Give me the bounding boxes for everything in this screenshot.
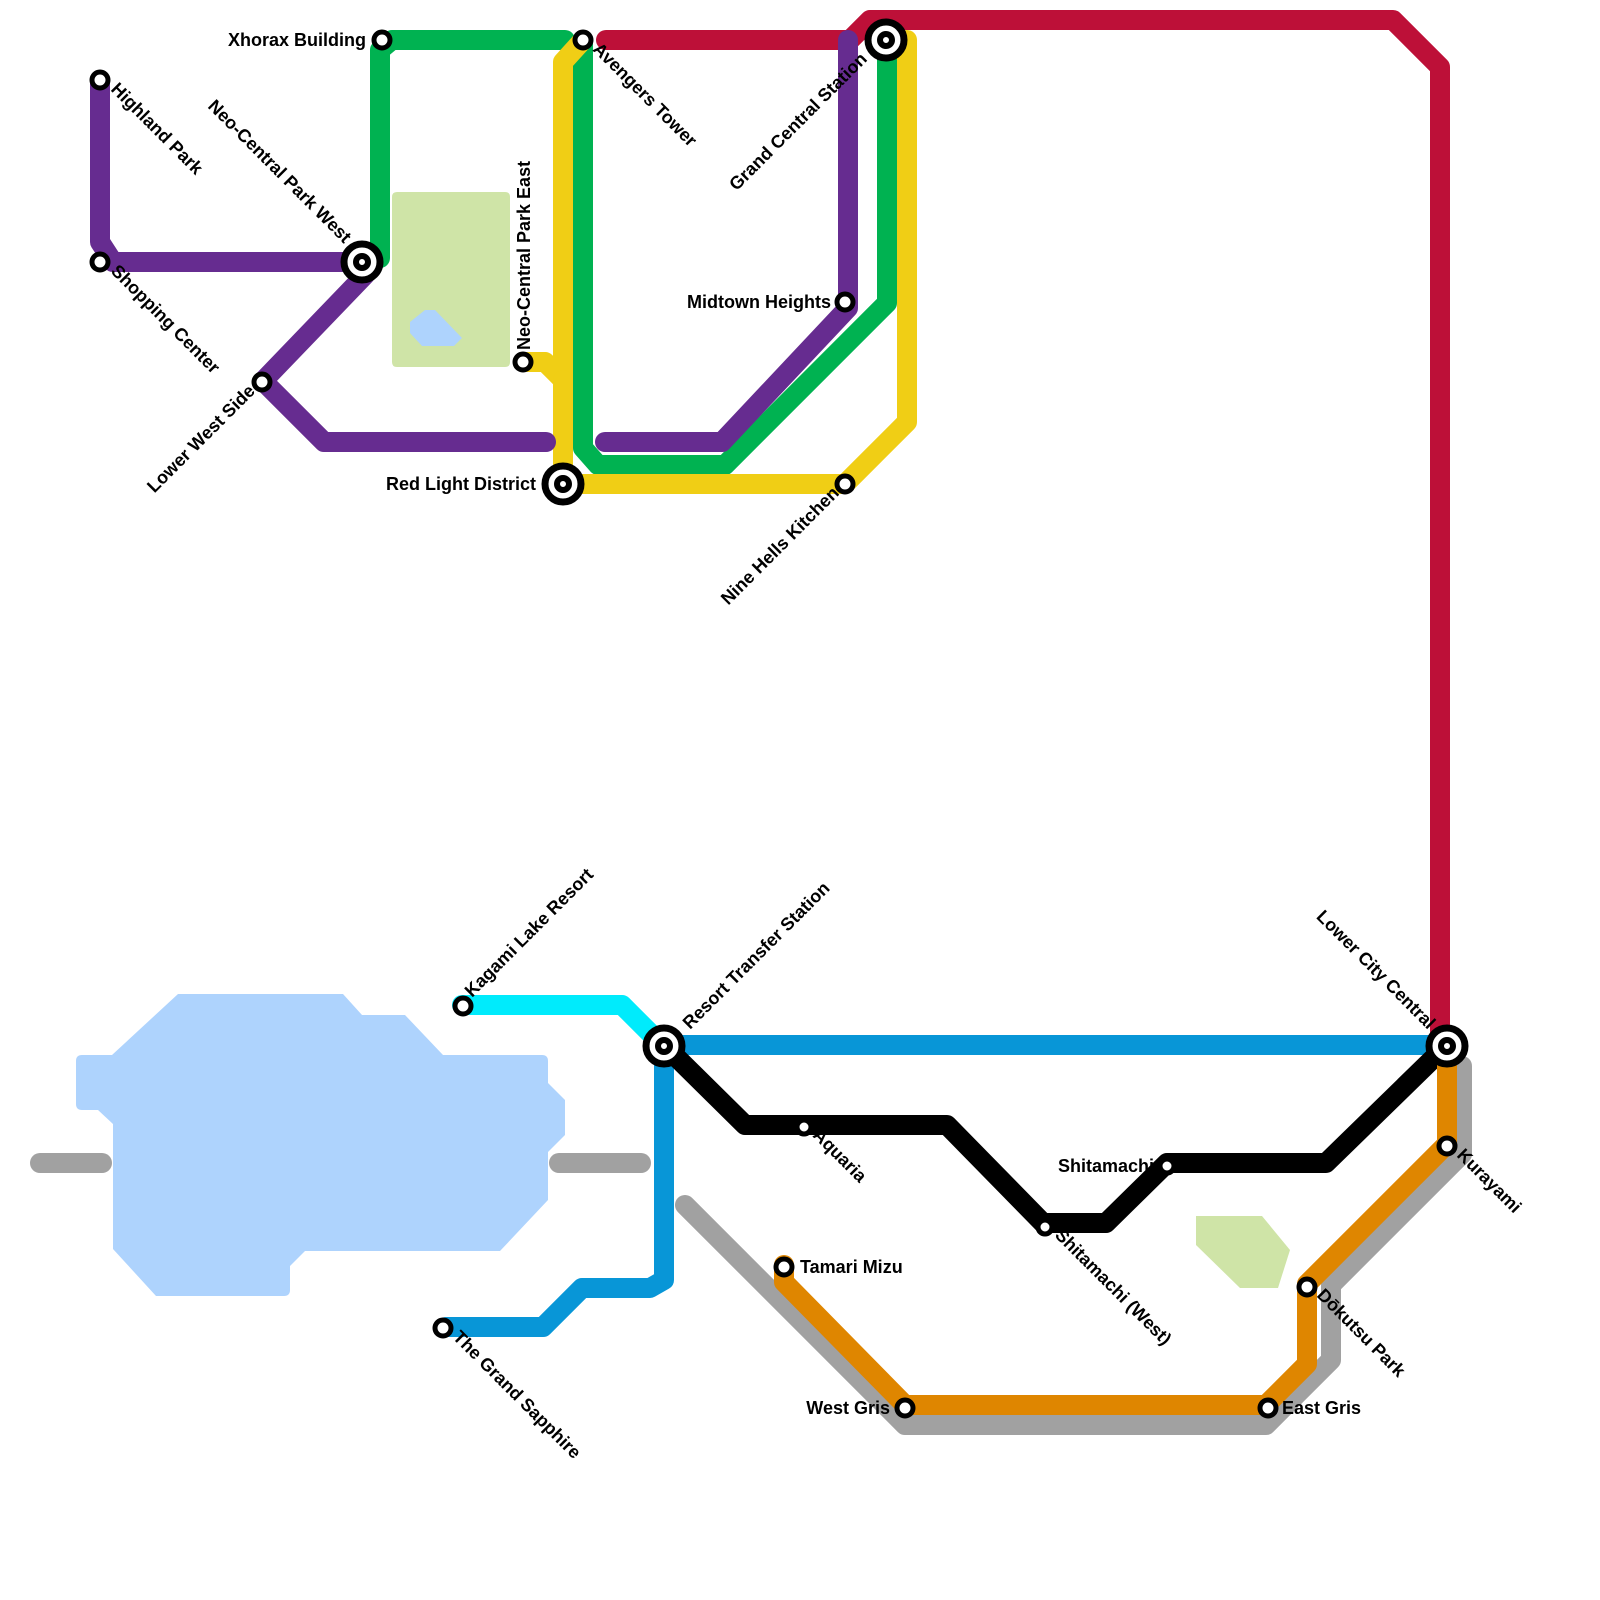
station-red-light-district[interactable]: [541, 462, 585, 506]
label-xhorax-building: Xhorax Building: [228, 30, 366, 50]
line-blue-2: [436, 1035, 674, 1337]
station-west-gris[interactable]: [894, 1397, 916, 1419]
label-kurayami: Kurayami: [1453, 1145, 1525, 1217]
station-shitamachi[interactable]: [1157, 1156, 1177, 1176]
station-the-grand-sapphire[interactable]: [432, 1317, 454, 1339]
station-aquaria[interactable]: [794, 1117, 814, 1137]
line-cyan: [452, 995, 670, 1053]
label-neo-central-park-east: Neo-Central Park East: [514, 161, 534, 350]
station-grand-central-station[interactable]: [864, 18, 908, 62]
label-nine-hells-kitchen: Nine Hells Kitchen: [717, 483, 843, 609]
label-highland-park: Highland Park: [107, 79, 207, 179]
station-neo-central-park-east[interactable]: [512, 351, 534, 373]
station-highland-park[interactable]: [89, 69, 111, 91]
station-shitamachi-west[interactable]: [1035, 1217, 1055, 1237]
station-neo-central-park-west[interactable]: [340, 240, 384, 284]
station-kurayami[interactable]: [1436, 1135, 1458, 1157]
label-neo-central-park-west: Neo-Central Park West: [204, 96, 355, 247]
label-east-gris: East Gris: [1282, 1398, 1361, 1418]
label-midtown-heights: Midtown Heights: [687, 292, 831, 312]
lake-kagami: [76, 994, 565, 1296]
line-purple-2: [253, 265, 556, 452]
label-kagami-lake-resort: Kagami Lake Resort: [461, 864, 598, 1001]
line-green-2: [573, 30, 897, 475]
label-shopping-center: Shopping Center: [107, 261, 224, 378]
station-shopping-center[interactable]: [89, 251, 111, 273]
label-shitamachi: Shitamachi: [1058, 1156, 1154, 1176]
pond: [410, 310, 462, 346]
line-black: [654, 1035, 1457, 1233]
line-purple-3: [595, 30, 858, 452]
label-lower-city-central: Lower City Central: [1313, 906, 1440, 1033]
line-red: [596, 10, 1450, 1056]
station-dokutsu-park[interactable]: [1296, 1276, 1318, 1298]
station-lower-city-central[interactable]: [1425, 1024, 1469, 1068]
label-the-grand-sapphire: The Grand Sapphire: [449, 1327, 585, 1463]
station-nine-hells-kitchen[interactable]: [834, 473, 856, 495]
label-shitamachi-west: Shitamachi (West): [1051, 1225, 1175, 1349]
label-west-gris: West Gris: [806, 1398, 890, 1418]
station-east-gris[interactable]: [1257, 1397, 1279, 1419]
station-xhorax-building[interactable]: [371, 29, 393, 51]
station-midtown-heights[interactable]: [834, 291, 856, 313]
stations: [89, 18, 1469, 1419]
label-red-light-district: Red Light District: [386, 474, 536, 494]
label-avengers-tower: Avengers Tower: [589, 39, 701, 151]
station-tamari-mizu[interactable]: [773, 1256, 795, 1278]
lines: [30, 10, 1472, 1435]
park-dokutsu: [1196, 1216, 1290, 1288]
line-gray: [675, 1056, 1472, 1435]
label-lower-west-side: Lower West Side: [143, 381, 259, 497]
station-kagami-lake-resort[interactable]: [452, 995, 474, 1017]
line-purple: [90, 70, 370, 272]
label-resort-transfer-station: Resort Transfer Station: [679, 878, 834, 1033]
background-features: [76, 192, 1290, 1296]
line-orange: [774, 1038, 1457, 1415]
station-lower-west-side[interactable]: [251, 371, 273, 393]
station-resort-transfer-station[interactable]: [642, 1024, 686, 1068]
label-tamari-mizu: Tamari Mizu: [800, 1257, 903, 1277]
station-avengers-tower[interactable]: [572, 29, 594, 51]
